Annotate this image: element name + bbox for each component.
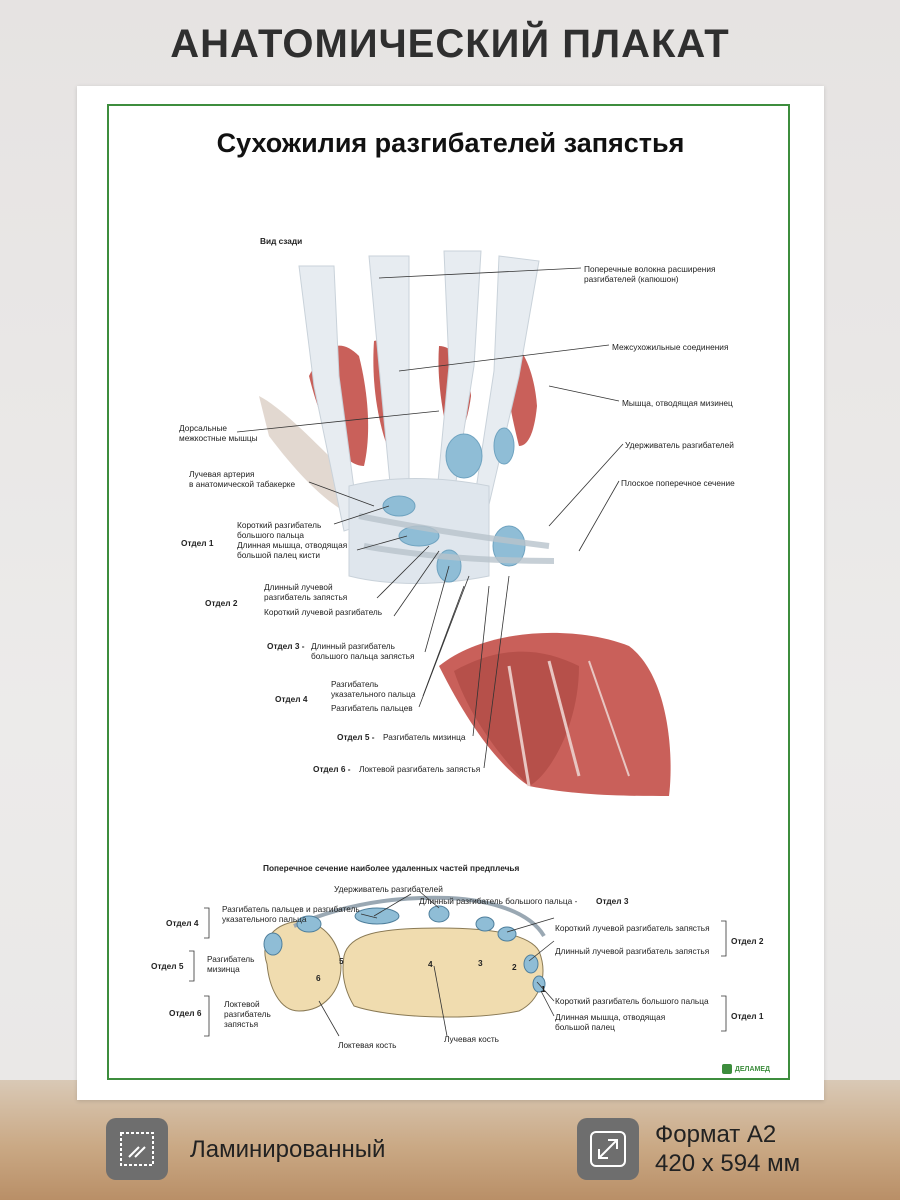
hand-illustration [259, 250, 671, 796]
label-ext-indicis: Разгибатель указательного пальца [331, 679, 416, 699]
leader-lines [236, 267, 624, 769]
label-abd-pollicis-longus: Длинная мышца, отводящая большой палец к… [237, 540, 348, 560]
cs-radius: Лучевая кость [444, 1034, 499, 1044]
label-dept3: Отдел 3 - [267, 641, 305, 651]
brand-name: ДЕЛАМЕД [734, 1065, 770, 1073]
feature-laminated: Ламинированный [106, 1118, 385, 1180]
label-ext-carpi-rad-brevis: Короткий лучевой разгибатель [264, 607, 383, 617]
format-line2: 420 x 594 мм [655, 1150, 801, 1177]
label-dept6: Отдел 6 - [313, 764, 351, 774]
label-ext-carpi-ulnaris: Локтевой разгибатель запястья [359, 764, 481, 774]
cs-number-2: 2 [512, 962, 517, 972]
cs-number-1: 1 [541, 984, 546, 994]
label-transverse-fibers: Поперечные волокна расширения разгибател… [584, 264, 716, 284]
cs-epb: Короткий разгибатель большого пальца [555, 996, 709, 1006]
cs-retinaculum: Удерживатель разгибателей [334, 884, 443, 894]
poster: Сухожилия разгибателей запястья [77, 86, 824, 1100]
extensor-retinaculum [358, 513, 555, 564]
label-flat-section: Плоское поперечное сечение [621, 478, 735, 488]
label-ext-digiti-minimi: Разгибатель мизинца [383, 732, 466, 742]
label-dorsal-interossei: Дорсальные межкостные мышцы [179, 423, 258, 443]
forearm-muscles [439, 632, 671, 796]
cs-number-3: 3 [478, 958, 483, 968]
cs-dept5: Отдел 5 [151, 961, 184, 971]
format-line1: Формат А2 [655, 1121, 777, 1148]
cs-dept4: Отдел 4 [166, 918, 199, 928]
label-radial-artery: Лучевая артерия в анатомической табакерк… [189, 469, 296, 489]
laminated-icon [106, 1118, 168, 1180]
label-intertendinous: Межсухожильные соединения [612, 342, 729, 352]
feature-format: Формат А2 420 x 594 мм [577, 1118, 800, 1180]
label-extensor-retinaculum: Удерживатель разгибателей [625, 440, 734, 450]
cs-dept1: Отдел 1 [731, 1011, 764, 1021]
format-text: Формат А2 420 x 594 мм [655, 1120, 800, 1178]
cs-number-4: 4 [428, 959, 433, 969]
cs-title: Поперечное сечение наиболее удаленных ча… [263, 863, 520, 873]
cs-number-5: 5 [339, 956, 344, 966]
cs-ecrl: Длинный лучевой разгибатель запястья [555, 946, 710, 956]
brand-mark-icon [721, 1064, 732, 1074]
label-ext-pollicis-brevis: Короткий разгибатель большого пальца [237, 520, 322, 540]
view-label: Вид сзади [260, 236, 303, 246]
cs-dept6: Отдел 6 [169, 1008, 202, 1018]
cs-epl: Длинный разгибатель большого пальца - [419, 896, 578, 906]
cs-apl: Длинная мышца, отводящая большой палец [555, 1012, 666, 1032]
cs-digiti-minimi: Разгибатель мизинца [207, 954, 255, 974]
label-ext-digitorum: Разгибатель пальцев [331, 703, 413, 713]
brand-logo: ДЕЛАМЕД [721, 1064, 770, 1074]
resize-icon [577, 1118, 639, 1180]
label-ext-pollicis-longus: Длинный разгибатель большого пальца запя… [311, 641, 415, 661]
label-ext-carpi-rad-longus: Длинный лучевой разгибатель запястья [264, 582, 348, 602]
label-dept2: Отдел 2 [205, 598, 238, 608]
cs-dept2: Отдел 2 [731, 936, 764, 946]
cs-ecrb: Короткий лучевой разгибатель запястья [555, 923, 710, 933]
cs-number-6: 6 [316, 973, 321, 983]
cs-digits-indicis: Разгибатель пальцев и разгибатель указат… [222, 904, 360, 924]
label-dept4: Отдел 4 [275, 694, 308, 704]
label-dept1: Отдел 1 [181, 538, 214, 548]
cs-ulna: Локтевая кость [338, 1040, 397, 1050]
cs-carpi-ulnaris: Локтевой разгибатель запястья [224, 999, 271, 1029]
label-dept5: Отдел 5 - [337, 732, 375, 742]
cs-epl-dept: Отдел 3 [596, 896, 629, 906]
page-header: АНАТОМИЧЕСКИЙ ПЛАКАТ [170, 22, 730, 66]
poster-frame: Сухожилия разгибателей запястья [107, 104, 790, 1080]
poster-title: Сухожилия разгибателей запястья [216, 128, 685, 158]
laminated-label: Ламинированный [190, 1135, 386, 1163]
cross-section-diagram [189, 890, 727, 1037]
label-abductor-digiti-minimi: Мышца, отводящая мизинец [622, 398, 733, 408]
